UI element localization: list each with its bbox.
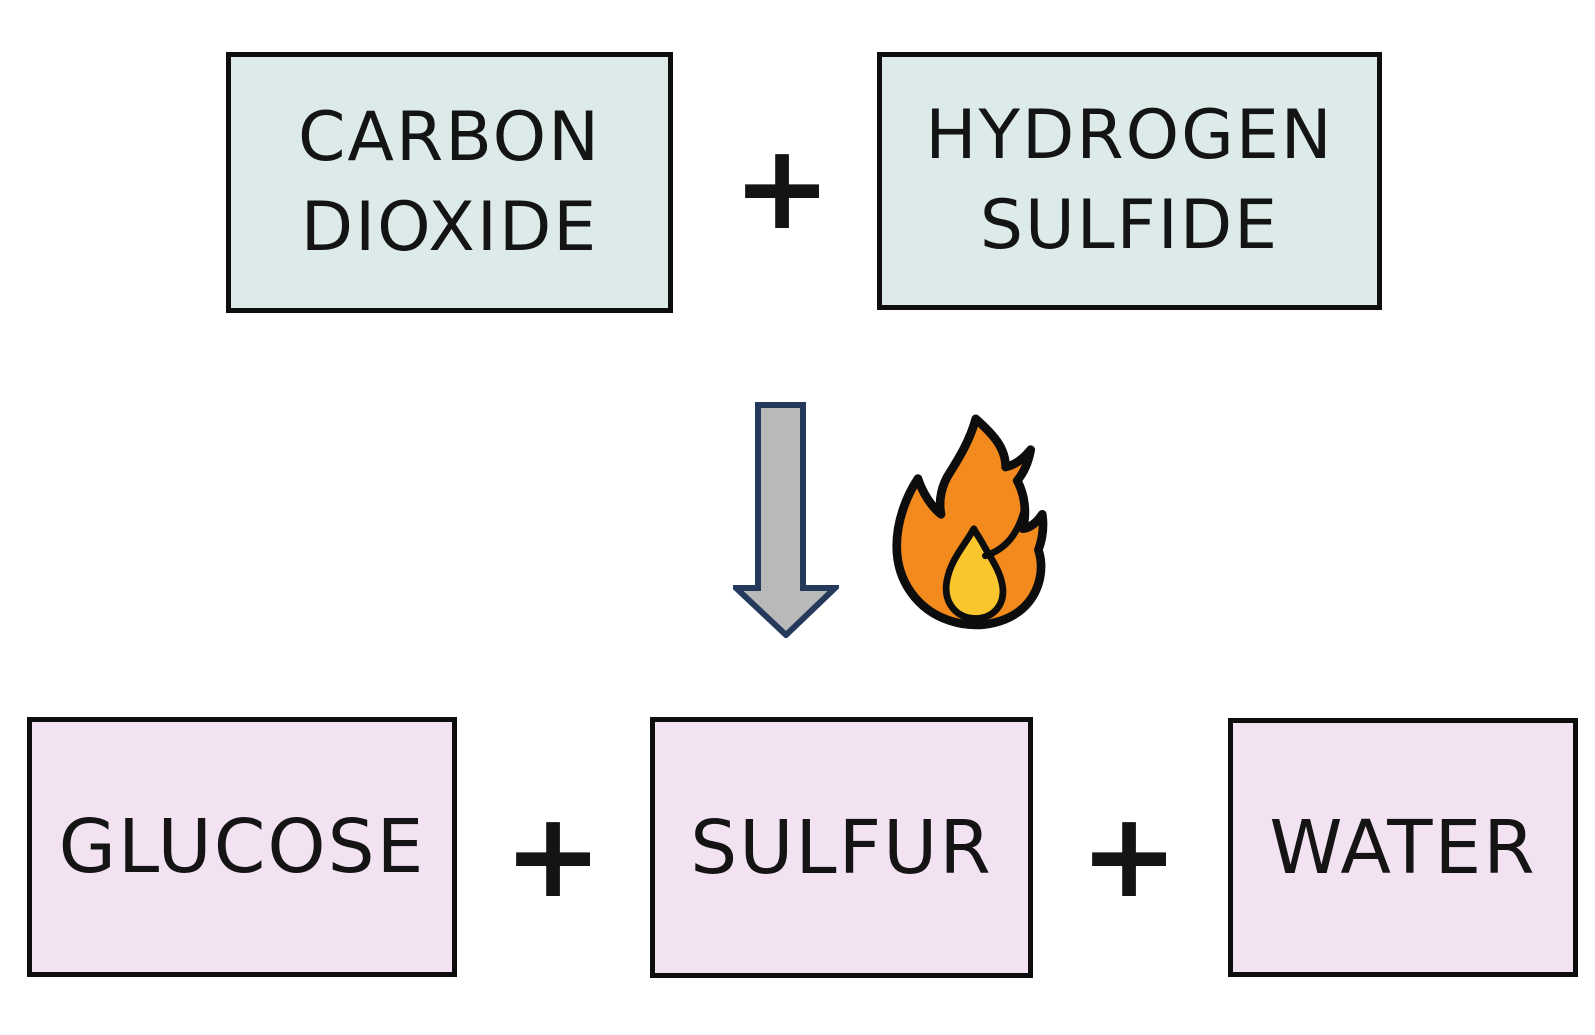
reactant-label-line1: CARBON bbox=[297, 97, 602, 177]
reactant-label: HYDROGEN SULFIDE bbox=[925, 91, 1333, 271]
reactant-box-hydrogen-sulfide: HYDROGEN SULFIDE bbox=[877, 52, 1382, 310]
product-label: WATER bbox=[1269, 804, 1537, 891]
product-box-sulfur: SULFUR bbox=[650, 717, 1033, 978]
reactant-label-line2: SULFIDE bbox=[979, 186, 1280, 265]
reactant-label-line1: HYDROGEN bbox=[925, 96, 1334, 176]
product-box-glucose: GLUCOSE bbox=[27, 717, 457, 977]
fire-icon bbox=[892, 414, 1048, 630]
plus-operator-bottom-right: + bbox=[1079, 796, 1179, 914]
reactant-label: CARBON DIOXIDE bbox=[298, 93, 601, 273]
down-arrow-icon bbox=[733, 402, 839, 638]
plus-operator-top: + bbox=[732, 128, 832, 246]
plus-operator-bottom-left: + bbox=[503, 796, 603, 914]
reactant-box-carbon-dioxide: CARBON DIOXIDE bbox=[226, 52, 673, 313]
product-label: GLUCOSE bbox=[58, 804, 426, 890]
plus-sign: + bbox=[732, 118, 832, 256]
reactant-label-line2: DIOXIDE bbox=[300, 187, 599, 267]
product-box-water: WATER bbox=[1228, 718, 1578, 977]
plus-sign: + bbox=[503, 786, 603, 924]
plus-sign: + bbox=[1079, 786, 1179, 924]
product-label: SULFUR bbox=[690, 804, 993, 891]
